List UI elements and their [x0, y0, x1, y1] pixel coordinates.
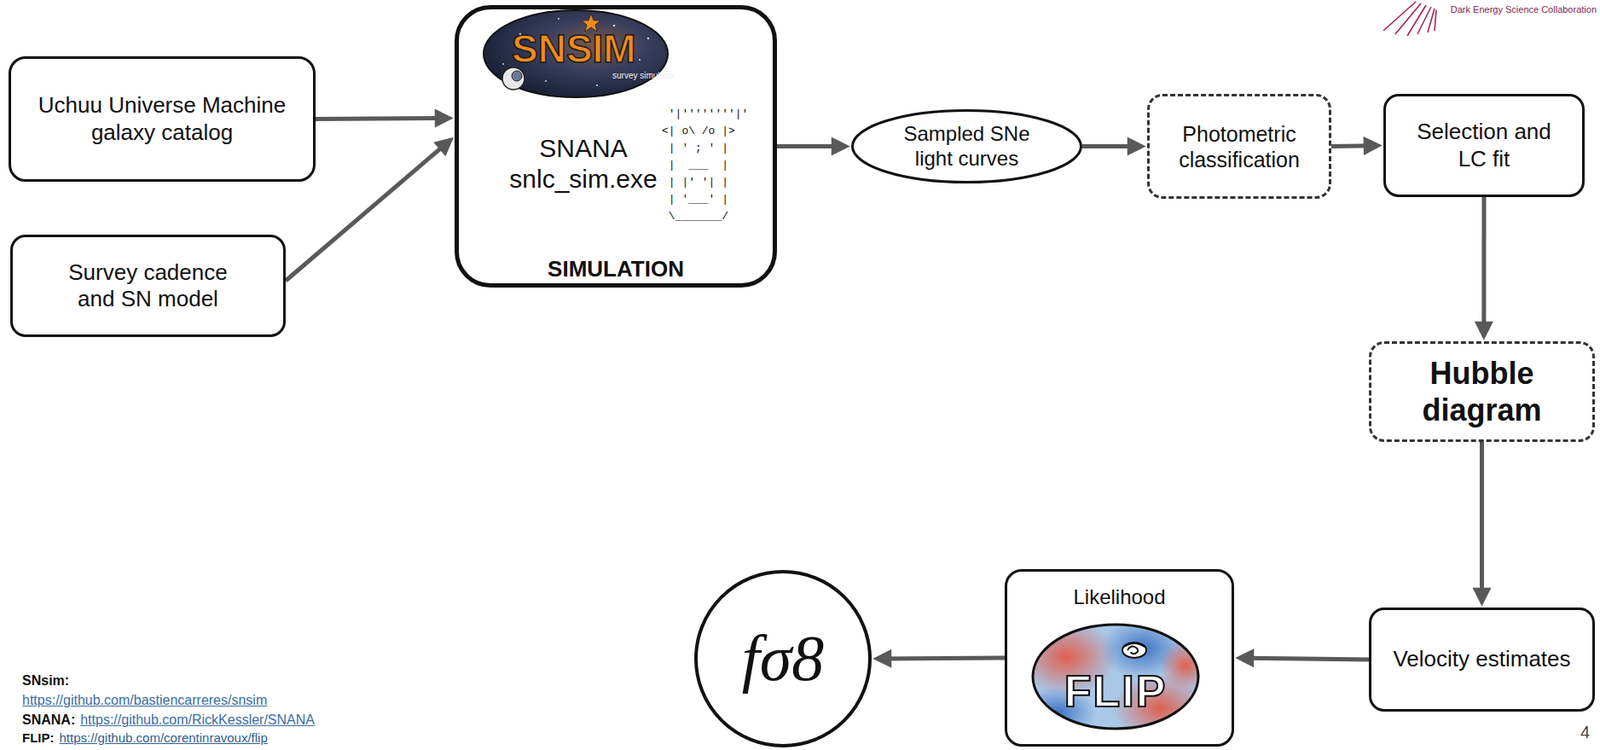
ascii-art-line: | ' ; ' | [661, 139, 729, 157]
input-box: Uchuu Universe Machine galaxy catalog [8, 56, 316, 182]
ascii-art-line: \_______/ [661, 208, 729, 226]
data-ellipse: Sampled SNe light curves [851, 109, 1083, 184]
likelihood-box: Likelihood [1004, 568, 1235, 747]
node-label: Likelihood [1072, 585, 1166, 610]
flow-arrow [1479, 441, 1485, 596]
node-label: Velocity estimates [1392, 645, 1571, 673]
reference-link: https://github.com/RickKessler/SNANA [80, 711, 315, 728]
ascii-art-line: | |' '| | [661, 173, 729, 192]
flow-arrow [883, 655, 1005, 661]
result-circle: fσ8 [694, 569, 872, 748]
node-label: Hubble diagram [1397, 354, 1568, 429]
node-label: Uchuu Universe Machine galaxy catalog [26, 92, 298, 145]
flow-arrow [1246, 657, 1369, 660]
input-box: Survey cadence and SN model [10, 234, 286, 337]
reference-link: https://github.com/corentinravoux/flip [59, 730, 268, 746]
ascii-art-line: | ___ | [661, 156, 729, 174]
process-box: Velocity estimates [1368, 607, 1595, 712]
optional-step-box: Photometric classification [1147, 93, 1332, 199]
flip-logo [1014, 618, 1212, 743]
flow-arrow [1331, 143, 1372, 149]
flow-arrow [285, 144, 446, 281]
flow-arrow [315, 117, 443, 119]
desc-logo [1383, 1, 1437, 36]
galaxy-icon [1122, 642, 1147, 658]
reference-name: SNANA: [22, 711, 76, 728]
reference-link: https://github.com/bastiencarreres/snsim [22, 691, 267, 708]
page-number: 4 [1580, 721, 1590, 743]
ascii-art-line: '|''''''''|' [661, 105, 748, 123]
node-label: Sampled SNe light curves [892, 121, 1042, 172]
logo-subtitle: survey simulator [612, 70, 675, 82]
logo-title: FLIP [1064, 664, 1168, 718]
snsim-logo [483, 10, 668, 98]
node-label: Survey cadence and SN model [54, 259, 243, 313]
flow-arrow [776, 144, 840, 149]
node-label: Selection and LC fit [1399, 118, 1569, 172]
node-label: SIMULATION [458, 255, 773, 283]
organization-name: Dark Energy Science Collaboration [1450, 4, 1597, 16]
ascii-art-line: <| o\ /o |> [661, 122, 736, 140]
process-box: Selection and LC fit [1383, 93, 1585, 198]
ascii-art-line: | '___' | [661, 191, 729, 209]
reference-name: FLIP: [22, 730, 55, 746]
node-label: SNANA snlc_sim.exe [506, 133, 661, 195]
flow-arrow [1481, 197, 1486, 330]
node-label: fσ8 [742, 619, 825, 697]
node-label: Photometric classification [1161, 121, 1317, 173]
logo-title: SNSIM [511, 25, 637, 73]
flow-arrow [1082, 144, 1136, 149]
optional-step-box: Hubble diagram [1368, 341, 1595, 442]
reference-name: SNsim: [22, 672, 70, 689]
